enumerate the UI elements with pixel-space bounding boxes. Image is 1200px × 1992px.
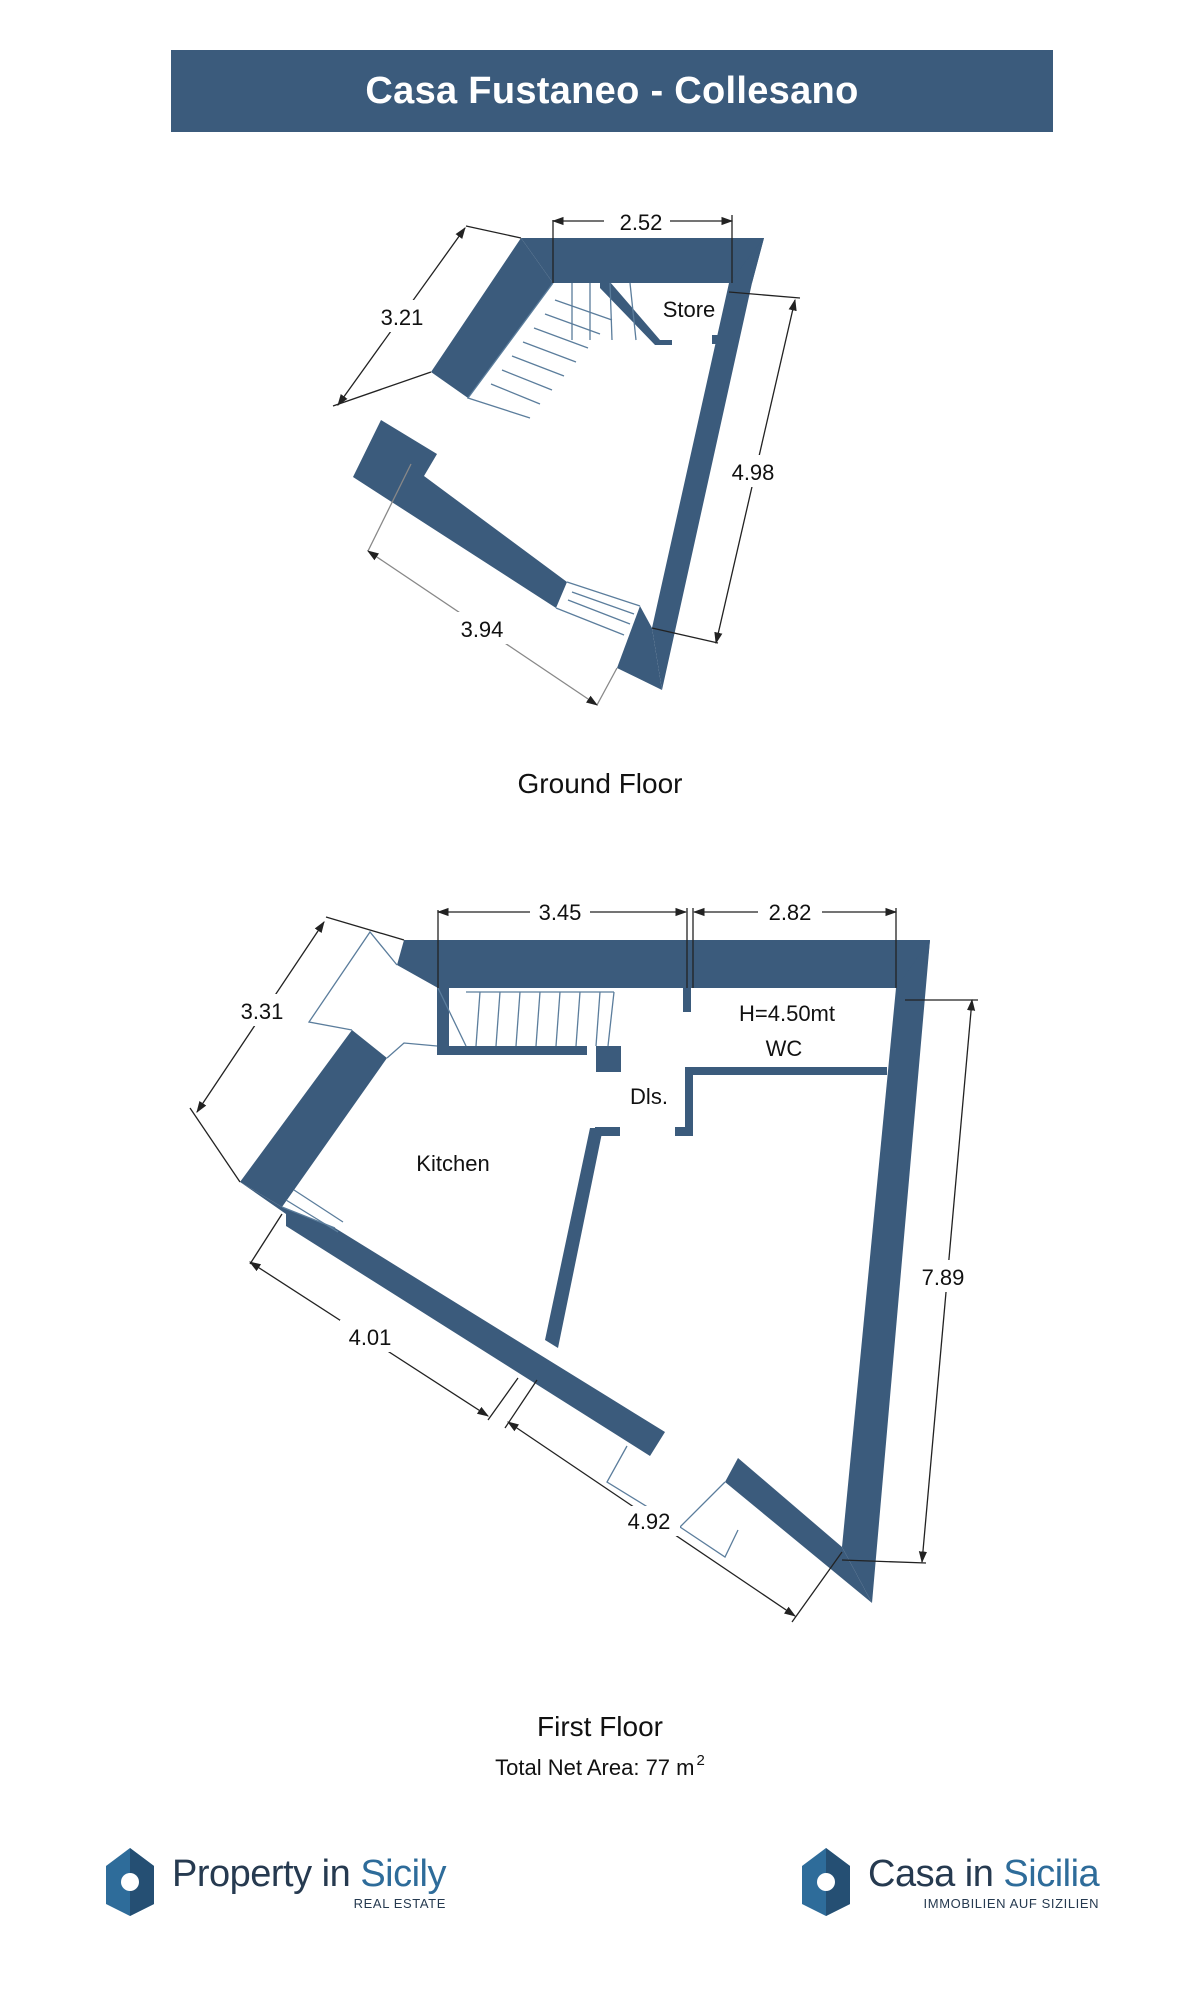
gf-dim-bottom: 3.94 [461,617,504,642]
ff-dim-bottom-left: 4.01 [349,1325,392,1350]
gf-dim-right: 4.98 [732,460,775,485]
ff-room-kitchen: Kitchen [416,1151,489,1176]
first-floor-caption: First Floor [537,1711,663,1742]
ff-landing-stub-bottom [595,1127,620,1136]
casa-in-sicilia-logo: Casa in Sicilia IMMOBILIEN AUF SIZILIEN [800,1846,1100,1918]
ff-stair-side-wall [437,985,449,1055]
ff-room-height: H=4.50mt [739,1001,835,1026]
ff-room-wc: WC [766,1036,803,1061]
total-area-unit-sup: 2 [696,1752,705,1769]
ff-staircase [437,987,615,1047]
logo-left-sub: REAL ESTATE [353,1895,446,1911]
gf-corner-wall [617,606,662,690]
gf-staircase [466,282,637,419]
ff-bottom-left-wall [240,1182,665,1456]
gf-top-wall [521,238,764,283]
gf-dim-left: 3.21 [381,305,424,330]
house-pin-icon [106,1848,154,1916]
ff-partition-kitchen [545,1128,603,1348]
ff-dim-top-left: 3.45 [539,900,582,925]
ff-window [281,1189,344,1233]
ground-floor-labels: 2.52 3.21 4.98 3.94 Store [374,206,784,644]
gf-dim-top: 2.52 [620,210,663,235]
ff-right-wall [842,940,930,1603]
ff-stair-bottom-wall [437,1046,587,1055]
ff-landing-stub-left [596,1046,621,1072]
ff-left-wall [240,1030,387,1207]
logo-right-name: Casa in Sicilia [868,1852,1100,1895]
gf-room-store: Store [663,297,716,322]
property-in-sicily-logo: Property in Sicily REAL ESTATE [104,1846,446,1918]
house-pin-icon [802,1848,850,1916]
logo-left-name: Property in Sicily [172,1852,446,1895]
page-title: Casa Fustaneo - Collesano [171,50,1053,132]
ground-floor-caption: Ground Floor [517,768,683,799]
ff-landing-stub-right [675,1127,693,1136]
ff-dim-bottom-right: 4.92 [628,1509,671,1534]
ff-dim-left: 3.31 [241,999,284,1024]
gf-stair-stub [600,282,672,345]
first-floor-plan: 3.45 2.82 3.31 7.89 4.01 4.92 H=4.50mt W… [189,897,978,1623]
gf-lower-left-wall [353,420,567,608]
first-floor-labels: 3.45 2.82 3.31 7.89 4.01 4.92 H=4.50mt W… [232,897,973,1536]
gf-upper-left-wall [431,238,553,398]
ff-top-wall [397,940,930,988]
logo-right-sub: IMMOBILIEN AUF SIZILIEN [923,1895,1100,1911]
total-area-text: Total Net Area: 77 m [495,1755,695,1780]
ground-floor-plan: 2.52 3.21 4.98 3.94 Store [332,206,801,706]
ff-outer-stair-outline [307,930,438,1059]
ff-divider-mid [685,1067,693,1135]
gf-window [555,581,641,636]
first-floor-walls [240,940,930,1603]
ff-room-landing: Dls. [630,1084,668,1109]
ff-wc-wall [685,1067,887,1075]
ff-dim-right: 7.89 [922,1265,965,1290]
ff-dim-top-right: 2.82 [769,900,812,925]
gf-store-stub [712,335,722,344]
